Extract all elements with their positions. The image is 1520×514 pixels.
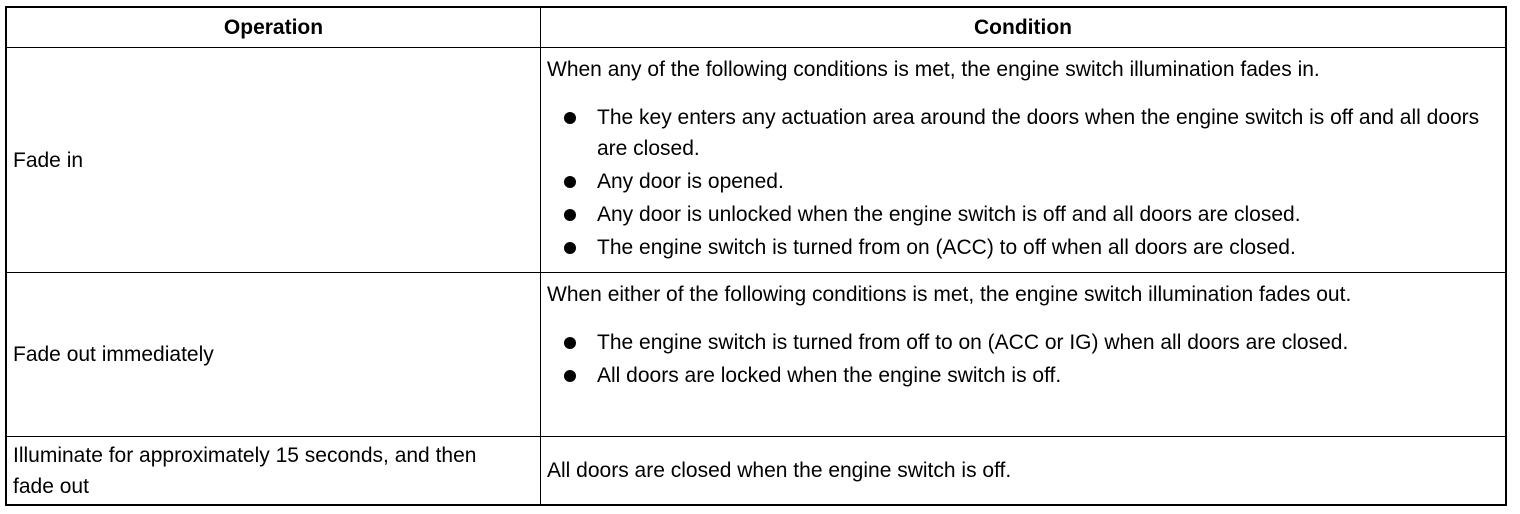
bullet-item: All doors are locked when the engine swi…: [547, 360, 1501, 391]
row-operation: Fade out immediately: [7, 273, 541, 437]
header-operation-label: Operation: [223, 16, 324, 39]
row-condition: When either of the following conditions …: [541, 273, 1505, 437]
bullet-text: The engine switch is turned from on (ACC…: [597, 236, 1296, 259]
bullet-text: The key enters any actuation area around…: [597, 106, 1480, 160]
operation-text: Illuminate for approximately 15 seconds,…: [13, 443, 477, 498]
condition-bullet-list: The engine switch is turned from off to …: [547, 327, 1501, 391]
bullet-text: All doors are locked when the engine swi…: [597, 364, 1062, 387]
bullet-item: The engine switch is turned from on (ACC…: [547, 232, 1501, 263]
conditions-table: Operation Condition Fade in When any of …: [5, 6, 1507, 506]
header-condition-label: Condition: [974, 16, 1072, 39]
header-condition: Condition: [541, 8, 1505, 48]
bullet-item: Any door is unlocked when the engine swi…: [547, 199, 1501, 230]
bullet-item: The key enters any actuation area around…: [547, 102, 1501, 164]
bullet-icon: [564, 176, 576, 188]
row-condition: When any of the following conditions is …: [541, 48, 1505, 273]
operation-text: Fade in: [13, 148, 84, 172]
operation-text: Fade out immediately: [13, 343, 214, 366]
bullet-text: Any door is unlocked when the engine swi…: [597, 203, 1301, 226]
row-operation: Illuminate for approximately 15 seconds,…: [7, 437, 541, 504]
bullet-item: The engine switch is turned from off to …: [547, 327, 1501, 358]
row-condition: All doors are closed when the engine swi…: [541, 437, 1505, 504]
bullet-icon: [564, 112, 576, 124]
condition-intro: When any of the following conditions is …: [547, 58, 1320, 81]
row-operation: Fade in: [7, 48, 541, 273]
condition-intro: When either of the following conditions …: [547, 283, 1352, 306]
condition-text: All doors are closed when the engine swi…: [547, 459, 1012, 482]
bullet-icon: [564, 209, 576, 221]
bullet-text: The engine switch is turned from off to …: [597, 331, 1349, 354]
header-operation: Operation: [7, 8, 541, 48]
condition-bullet-list: The key enters any actuation area around…: [547, 102, 1501, 263]
bullet-icon: [564, 242, 576, 254]
bullet-item: Any door is opened.: [547, 166, 1501, 197]
bullet-icon: [564, 370, 576, 382]
bullet-icon: [564, 337, 576, 349]
bullet-text: Any door is opened.: [597, 170, 784, 193]
